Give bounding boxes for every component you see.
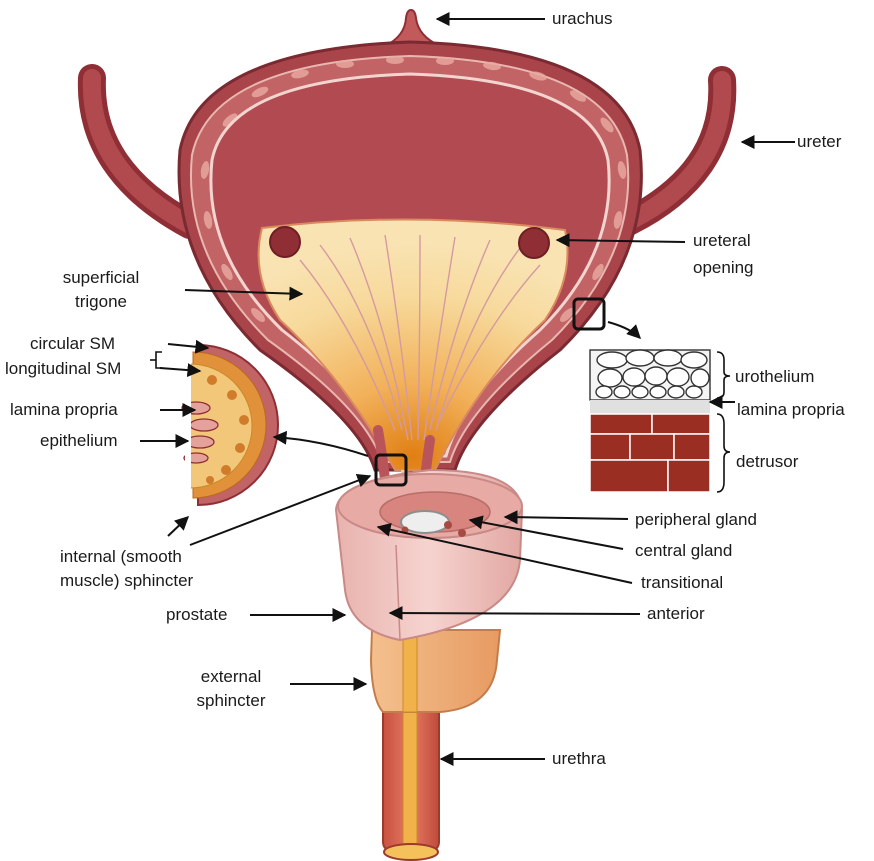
label-anterior: anterior: [647, 603, 705, 624]
label-ureteral-line2: opening: [693, 257, 754, 278]
label-external-line2: sphincter: [176, 690, 286, 711]
superficial-trigone-shape: [259, 219, 568, 470]
label-transitional: transitional: [641, 572, 723, 593]
label-trigone-line1: superficial: [46, 267, 156, 288]
label-central-gland: central gland: [635, 540, 732, 561]
label-prostate: prostate: [166, 604, 227, 625]
label-epithelium: epithelium: [40, 430, 118, 451]
label-detrusor: detrusor: [736, 451, 798, 472]
label-urachus: urachus: [552, 8, 612, 29]
label-internal-sphincter-line1: internal (smooth: [60, 546, 182, 567]
urethra-cross-section-inset: [182, 345, 278, 505]
ureteral-opening-left: [270, 227, 300, 257]
label-external-line1: external: [176, 666, 286, 687]
ureteral-opening-right: [519, 228, 549, 258]
external-sphincter-shape: [371, 630, 500, 712]
label-lamina-propria-left: lamina propria: [10, 399, 118, 420]
label-internal-sphincter-line2: muscle) sphincter: [60, 570, 193, 591]
label-ureter: ureter: [797, 131, 841, 152]
label-lamina-propria-right: lamina propria: [737, 399, 845, 420]
label-ureteral-line1: ureteral: [693, 230, 751, 251]
label-peripheral-gland: peripheral gland: [635, 509, 757, 530]
label-urothelium: urothelium: [735, 366, 814, 387]
wall-layers-inset: [590, 350, 710, 492]
label-longitudinal-sm: longitudinal SM: [5, 358, 121, 379]
label-urethra: urethra: [552, 748, 606, 769]
label-circular-sm: circular SM: [30, 333, 115, 354]
label-trigone-line2: trigone: [46, 291, 156, 312]
prostate-shape: [336, 470, 522, 640]
